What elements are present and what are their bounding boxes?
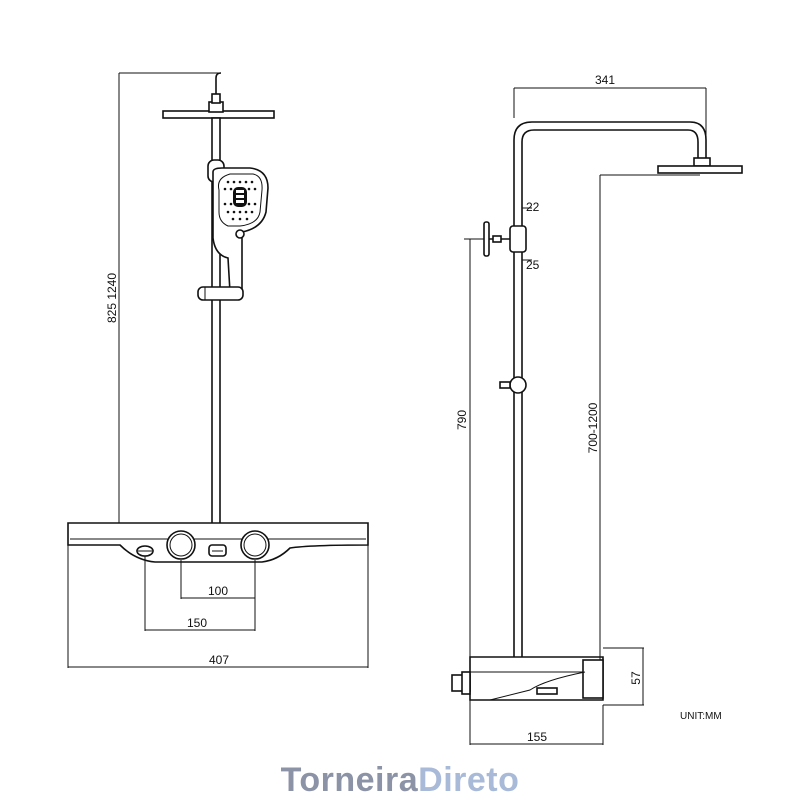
label-spout-offset: 150: [187, 616, 207, 630]
label-body-depth: 57: [629, 671, 643, 685]
dim-body-width: [470, 705, 604, 745]
temperature-knob: [166, 530, 196, 560]
slide-knob-side: [509, 376, 527, 394]
clamp-side: [483, 221, 527, 257]
dim-spout-offset: [144, 556, 256, 631]
hand-shower-front: [212, 167, 269, 293]
label-front-height: 825 1240: [105, 273, 119, 323]
dim-handset-height: [464, 238, 484, 745]
dim-adjustable-height: [599, 174, 700, 660]
dim-arm-reach: [513, 87, 707, 158]
label-handset-height: 790: [455, 410, 469, 430]
mixer-body-front: [67, 522, 369, 563]
front-view: [67, 72, 369, 668]
slide-holder-front: [197, 286, 244, 301]
dim-body-depth: [603, 647, 644, 706]
dim-total-width: [67, 545, 369, 668]
flow-knob: [240, 530, 270, 560]
mixer-body-side: [451, 656, 604, 701]
rain-head-front: [162, 72, 275, 119]
label-adjustable-height: 700-1200: [586, 402, 600, 453]
dim-front-height: [118, 72, 221, 523]
brand-part2: Direto: [418, 761, 519, 799]
label-clamp-lower: 25: [526, 258, 540, 272]
rain-head-side: [657, 157, 743, 174]
label-clamp-upper: 22: [526, 200, 540, 214]
unit-label: UNIT:MM: [680, 711, 722, 722]
brand-watermark: TorneiraDireto: [281, 761, 520, 799]
brand-part1: Torneira: [281, 761, 419, 799]
side-view: [451, 87, 743, 745]
label-handle-spacing: 100: [208, 584, 228, 598]
label-body-width: 155: [527, 730, 547, 744]
label-total-width: 407: [209, 653, 229, 667]
label-arm-reach: 341: [595, 73, 615, 87]
